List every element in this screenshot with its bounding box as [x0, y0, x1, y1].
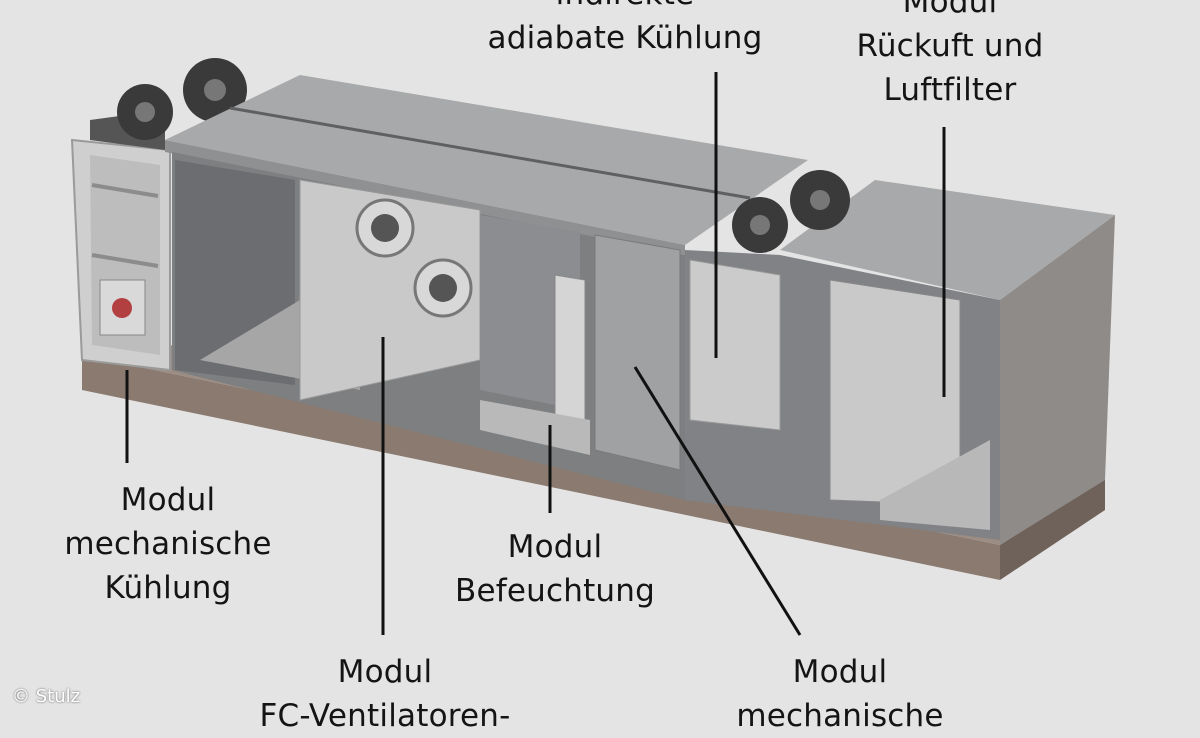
copyright-notice: © Stulz	[12, 686, 81, 707]
main-roof	[165, 75, 808, 255]
label-return-air-filter-title: Modul	[902, 0, 998, 20]
leader-lines	[125, 72, 946, 636]
label-return-air-filter: Modul Rückuft und Luftfilter	[820, 0, 1080, 112]
air-handling-unit-illustration	[70, 58, 1115, 580]
label-mechanical-cooling-left: Modul mechanische Kühlung	[64, 482, 272, 606]
label-indirect-adiabatic-cooling: indirekte adiabate Kühlung	[487, 0, 763, 56]
label-humidification: Modul Befeuchtung	[455, 529, 655, 609]
diagram-stage: Modul mechanische Kühlung Modul FC-Venti…	[12, 0, 1115, 734]
module-mechanical-cooling-left	[70, 58, 247, 372]
label-mechanical-cooling-right: Modul mechanische	[736, 654, 944, 734]
leader-line-mech-cooling-right	[633, 366, 802, 636]
module-right-section	[685, 170, 1115, 545]
label-fc-fans: Modul FC-Ventilatoren-	[259, 654, 511, 734]
main-module-interior	[172, 152, 685, 500]
